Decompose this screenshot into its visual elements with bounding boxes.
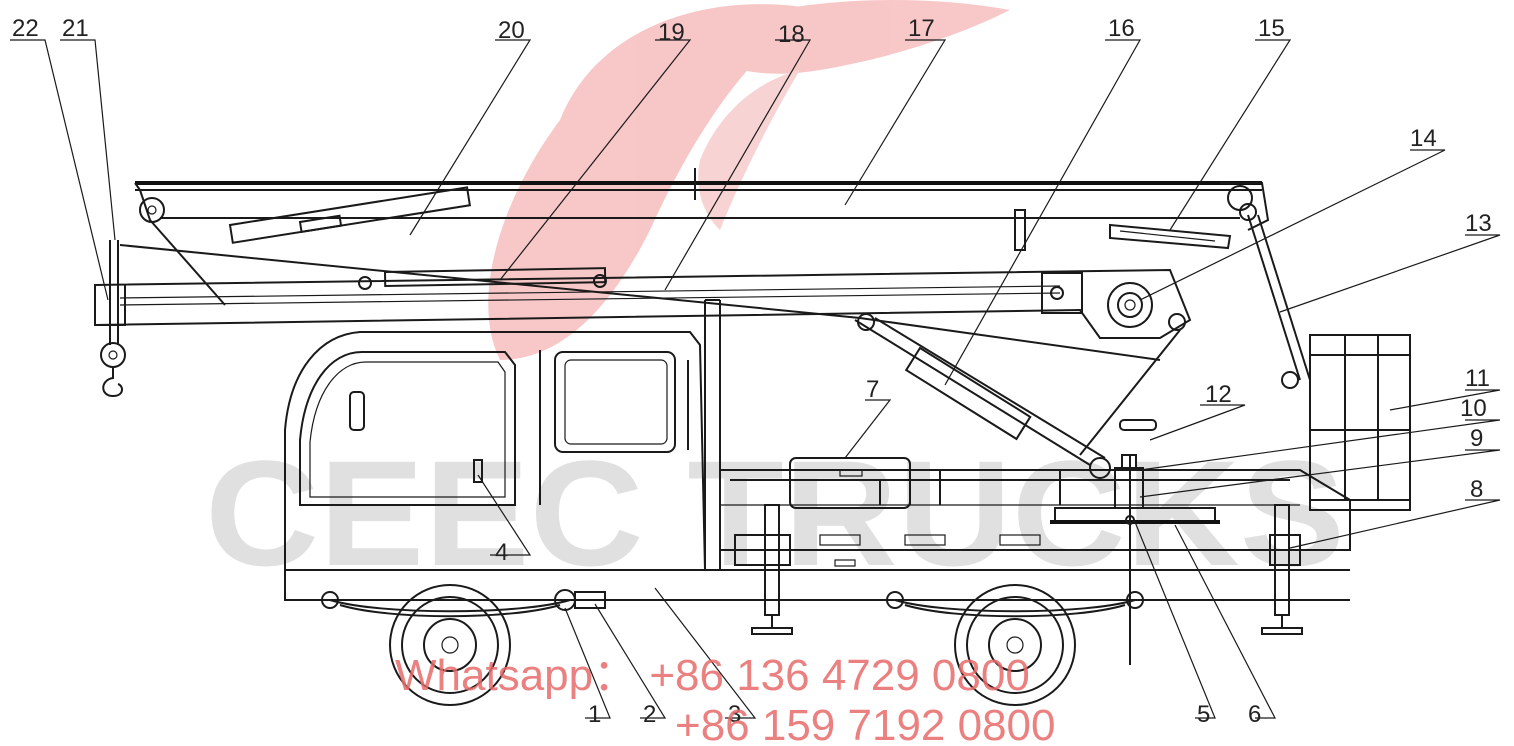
leader-lines <box>10 39 1501 719</box>
callout-1: 1 <box>588 701 601 728</box>
callout-17: 17 <box>908 15 935 42</box>
chassis-and-body <box>284 299 1351 601</box>
callout-labels: 1 2 3 4 5 6 7 8 9 10 11 12 13 14 15 16 1… <box>12 15 1492 728</box>
callout-13: 13 <box>1465 210 1492 237</box>
callout-9: 9 <box>1470 425 1483 452</box>
callout-20: 20 <box>498 17 525 44</box>
callout-7: 7 <box>866 376 879 403</box>
front-axle <box>321 584 606 706</box>
rear-axle <box>886 584 1144 706</box>
callout-12: 12 <box>1205 381 1232 408</box>
callout-6: 6 <box>1248 701 1261 728</box>
work-platform <box>1309 334 1411 511</box>
callout-15: 15 <box>1258 15 1285 42</box>
phone-watermark: +86 159 7192 0800 <box>675 701 1056 746</box>
brand-watermark: CEEC TRUCKS <box>205 429 1345 597</box>
whatsapp-watermark: Whatsapp： +86 136 4729 0800 <box>395 651 1030 700</box>
callout-11: 11 <box>1465 365 1490 392</box>
truck-cab <box>284 331 706 571</box>
luffing-cylinder <box>854 313 1181 479</box>
callout-18: 18 <box>778 21 805 48</box>
brand-logo-watermark <box>488 0 1010 360</box>
outriggers <box>751 504 1303 635</box>
callout-19: 19 <box>658 19 685 46</box>
callout-14: 14 <box>1410 125 1437 152</box>
callout-5: 5 <box>1197 701 1210 728</box>
callout-16: 16 <box>1108 15 1135 42</box>
callout-2: 2 <box>643 701 656 728</box>
callout-22: 22 <box>12 15 39 42</box>
callout-21: 21 <box>62 15 89 42</box>
callout-8: 8 <box>1470 476 1483 503</box>
callout-4: 4 <box>495 539 508 566</box>
callout-3: 3 <box>728 701 741 728</box>
callout-10: 10 <box>1460 395 1487 422</box>
